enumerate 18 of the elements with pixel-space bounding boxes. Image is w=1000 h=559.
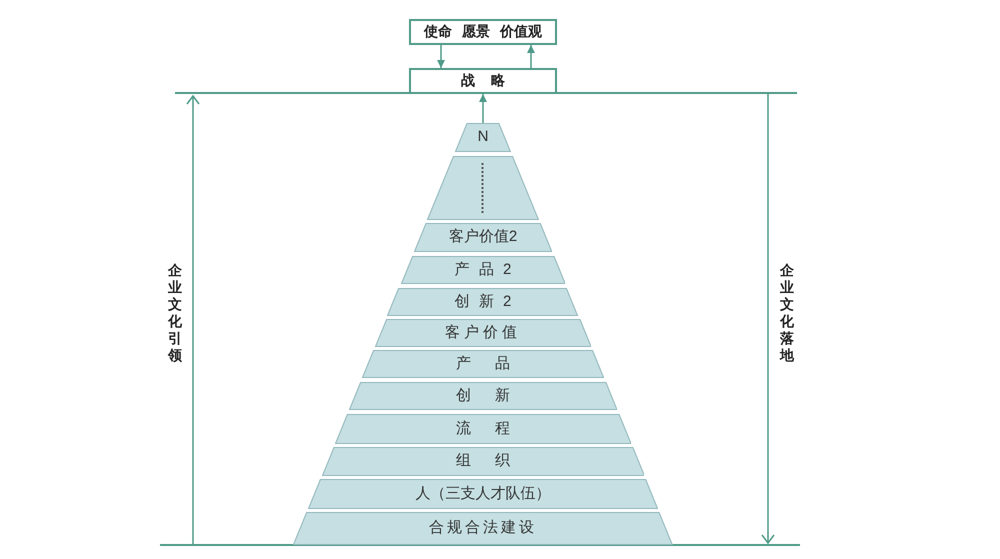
vertical-label: 企业文化落地 (779, 262, 795, 364)
vertical-label: 企业文化引领 (167, 262, 183, 364)
arrow (527, 45, 535, 68)
tier-label: 客户价值2 (448, 229, 518, 246)
arrow (479, 94, 487, 123)
tier-label: 创 新 2 (454, 294, 512, 310)
text-box: 战 略 (409, 68, 557, 94)
tier-label: 组 织 (456, 453, 510, 470)
tier-label: 创 新 (456, 388, 510, 404)
tier-label: 产 品 (456, 356, 510, 372)
tier-label: 产 品 2 (454, 262, 512, 278)
tier-label: N (478, 129, 488, 146)
tier-label: 流 程 (456, 420, 510, 438)
tier-label: 人（三支人才队伍） (415, 486, 550, 502)
tier-label: 合规合法建设 (428, 520, 537, 537)
tier-label: 客户价值 (444, 324, 521, 342)
text-box: 使命 愿景 价值观 (409, 19, 557, 45)
arrow (437, 45, 445, 68)
